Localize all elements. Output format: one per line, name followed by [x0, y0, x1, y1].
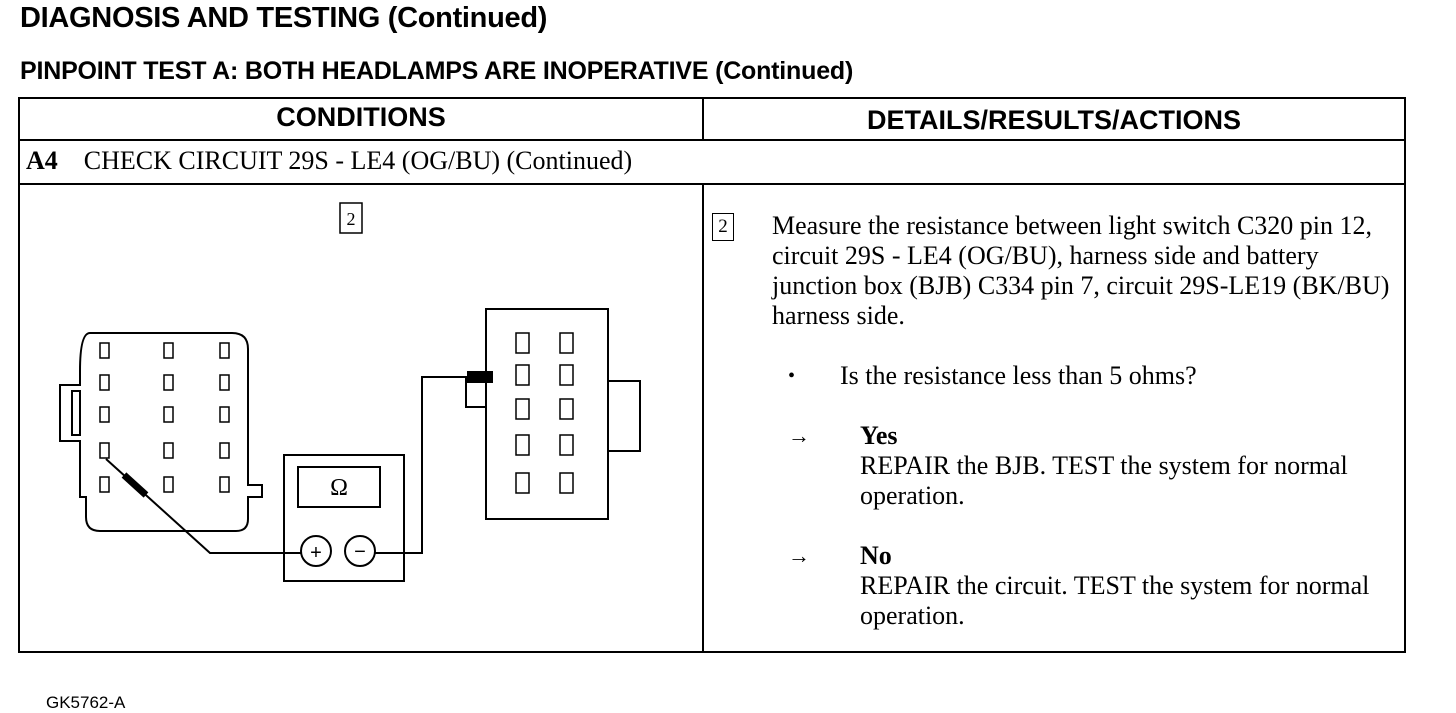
step-title: CHECK CIRCUIT 29S - LE4 (OG/BU) (Continu…	[83, 146, 633, 175]
section-title: PINPOINT TEST A: BOTH HEADLAMPS ARE INOP…	[20, 57, 854, 85]
step-id: A4	[26, 146, 58, 175]
bjb-pin-cavity	[515, 364, 530, 386]
bjb-pin-cavity	[515, 398, 530, 420]
positive-probe-tip	[121, 472, 149, 498]
step-row-divider	[20, 183, 1404, 185]
body-column-divider	[702, 183, 704, 651]
light-switch-connector	[59, 332, 263, 532]
bullet-icon: •	[788, 365, 796, 387]
bjb-pin-cavity	[515, 332, 530, 354]
switch-pin-cavity	[99, 406, 110, 423]
bjb-connector-pins	[515, 332, 574, 494]
test-leads	[105, 371, 493, 554]
diagram-step-box	[339, 202, 363, 234]
page-title: DIAGNOSIS AND TESTING (Continued)	[20, 2, 548, 34]
bjb-pin-cavity	[515, 472, 530, 494]
bjb-pin-cavity	[559, 398, 574, 420]
switch-pin-cavity	[163, 442, 174, 459]
ohm-symbol: Ω	[330, 475, 348, 501]
switch-pin-cavity	[99, 442, 110, 459]
switch-pin-cavity	[219, 442, 230, 459]
step-row: A4 CHECK CIRCUIT 29S - LE4 (OG/BU) (Conti…	[26, 146, 632, 176]
switch-connector-body	[59, 332, 263, 532]
switch-connector-pins	[99, 342, 230, 493]
diagram-svg: Ω + − 2	[59, 202, 641, 582]
switch-pin-cavity	[163, 406, 174, 423]
switch-pin-cavity	[99, 342, 110, 359]
switch-pin-cavity	[219, 342, 230, 359]
negative-lead-tail	[465, 377, 486, 408]
negative-lead	[375, 376, 472, 554]
switch-pin-cavity	[163, 342, 174, 359]
switch-pin-cavity	[219, 374, 230, 391]
switch-pin-cavity	[163, 476, 174, 493]
bjb-pin-cavity	[559, 364, 574, 386]
switch-pin-cavity	[219, 406, 230, 423]
figure-code: GK5762-A	[46, 693, 126, 712]
conditions-header: CONDITIONS	[276, 102, 446, 132]
switch-pin-cavity	[163, 374, 174, 391]
wiring-diagram: Ω + − 2 GK5762-A	[20, 185, 702, 712]
bjb-pin-cavity	[515, 434, 530, 456]
bjb-connector	[485, 308, 641, 520]
bjb-pin-cavity	[559, 332, 574, 354]
bjb-connector-latch	[608, 380, 641, 452]
details-step-marker: 2	[712, 213, 734, 241]
ohmmeter: Ω + −	[283, 454, 405, 582]
bjb-pin-cavity	[559, 472, 574, 494]
switch-pin-cavity	[219, 476, 230, 493]
measurement-instruction: Measure the resistance between light swi…	[772, 211, 1390, 330]
header-divider	[20, 139, 1404, 141]
diagram-step-marker: 2	[347, 209, 356, 229]
plus-symbol: +	[310, 542, 322, 564]
result-yes-action: REPAIR the BJB. TEST the system for norm…	[860, 451, 1348, 510]
negative-probe-tip	[467, 371, 493, 383]
minus-symbol: −	[354, 541, 366, 563]
question-text: Is the resistance less than 5 ohms?	[840, 361, 1197, 390]
result-no-label: No	[860, 541, 892, 570]
header-column-divider	[702, 99, 704, 139]
switch-connector-latch	[71, 390, 81, 436]
result-yes-label: Yes	[860, 421, 898, 450]
arrow-right-icon: →	[788, 543, 810, 568]
result-no-action: REPAIR the circuit. TEST the system for …	[860, 571, 1370, 630]
plus-terminal	[300, 535, 332, 567]
arrow-right-icon: →	[788, 423, 810, 448]
ohmmeter-body	[283, 454, 405, 582]
details-header: DETAILS/RESULTS/ACTIONS	[866, 105, 1241, 135]
switch-pin-cavity	[99, 476, 110, 493]
pinpoint-test-table: CONDITIONS DETAILS/RESULTS/ACTIONS A4 CHE…	[18, 97, 1406, 712]
bjb-pin-cavity	[559, 434, 574, 456]
minus-terminal	[344, 535, 376, 567]
bjb-connector-body	[485, 308, 609, 520]
ohmmeter-display	[297, 466, 381, 508]
positive-lead	[105, 458, 301, 554]
switch-pin-cavity	[99, 374, 110, 391]
